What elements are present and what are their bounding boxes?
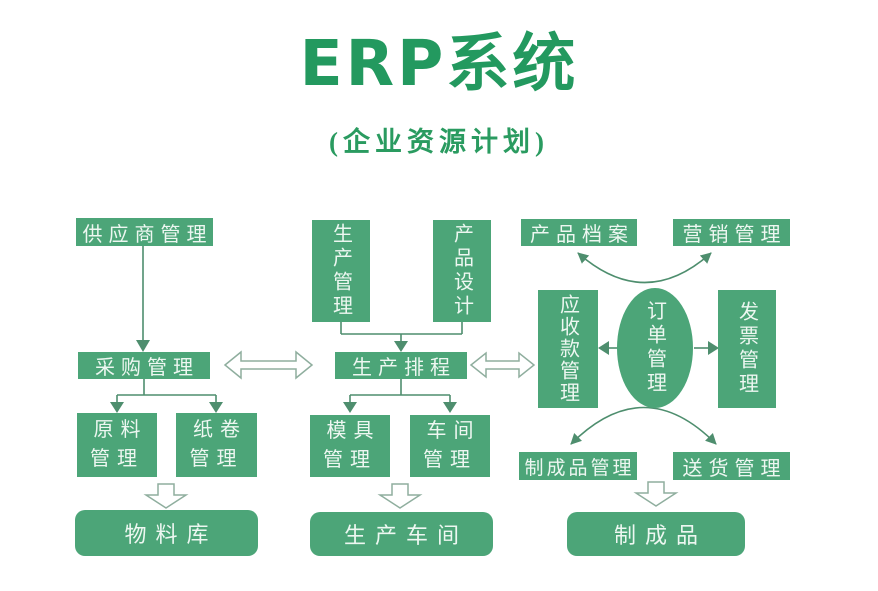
node-workshop-management: 车间 管理 [410,415,490,477]
arrowhead [443,402,457,413]
node-finished-goods: 制成品 [567,512,745,556]
node-material-warehouse: 物料库 [75,510,258,556]
double-arrow-scheduling-receivables [469,351,536,379]
block-arrow-to-material-store [143,483,189,509]
arrow-order-to-archive-and-marketing [577,252,712,284]
arrowhead [394,341,408,352]
arrowhead [343,402,357,413]
node-invoice-management: 发票管理 [718,290,776,408]
page-title: ERP系统 [299,27,579,100]
arrowhead [136,340,150,352]
node-marketing-management: 营销管理 [673,219,790,246]
node-production-management: 生产管理 [312,220,370,322]
connector-production-merge [340,322,463,342]
arrow-order-to-finished-and-delivery [570,406,717,445]
node-product-archive: 产品档案 [521,219,637,246]
arrowhead [110,402,124,413]
arrowhead [209,402,223,413]
node-order-management: 订单管理 [617,288,693,408]
node-production-workshop: 生产车间 [310,512,493,556]
node-product-design: 产品设计 [433,220,491,322]
double-arrow-purchasing-scheduling [223,350,314,380]
node-paper-roll-management: 纸卷 管理 [176,413,257,477]
connector-scheduling-split [349,379,451,403]
page-subtitle: (企业资源计划) [329,127,549,157]
node-mold-management: 模具 管理 [310,415,390,477]
node-production-scheduling: 生产排程 [335,352,467,379]
block-arrow-to-production-workshop [377,483,423,509]
arrowhead [598,341,609,355]
node-receivables-management: 应收款管理 [538,290,598,408]
arrowhead [708,341,719,355]
node-supplier-management: 供应商管理 [76,218,213,246]
connector-purchasing-split [116,379,217,403]
node-purchasing-management: 采购管理 [78,352,210,379]
block-arrow-to-finished-goods [633,481,679,507]
node-delivery-management: 送货管理 [673,452,790,480]
node-raw-material-management: 原料 管理 [77,413,157,477]
node-finished-goods-management: 制成品管理 [519,452,637,480]
